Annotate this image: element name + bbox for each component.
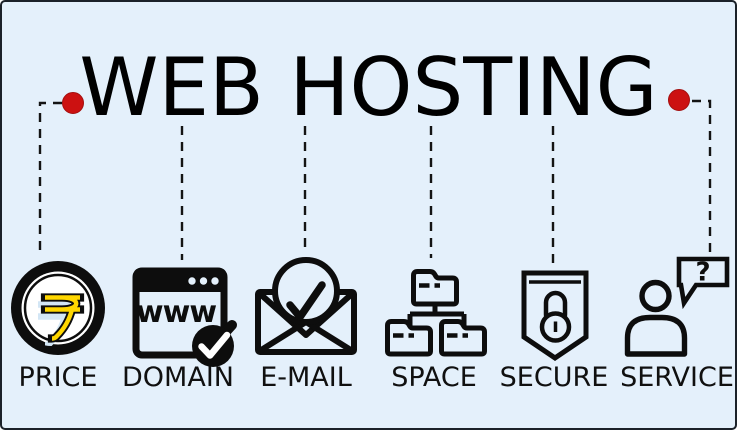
envelope-flap [255, 289, 357, 338]
speech-bubble [676, 256, 730, 310]
www-text: www [136, 295, 216, 330]
check-mark [286, 281, 326, 321]
connector-service [692, 99, 712, 253]
banner-title: WEB HOSTING [79, 41, 658, 134]
red-dot-left [62, 92, 84, 114]
folder-bottom-right [442, 322, 485, 355]
red-dot-right [668, 89, 690, 111]
label-space: SPACE [391, 362, 477, 393]
folder-bottom-left [388, 322, 431, 355]
folder-tree-icon [380, 260, 492, 364]
rupee-coin-icon [11, 261, 105, 355]
envelope-lower-folds [256, 319, 356, 355]
tree-connectors [407, 302, 467, 326]
folder-top [414, 272, 457, 305]
label-domain: DOMAIN [122, 362, 234, 393]
browser-www-check-icon: www [132, 267, 237, 367]
browser-titlebar [133, 268, 227, 292]
connector-price [38, 101, 62, 253]
envelope-check-icon [255, 257, 357, 355]
label-email: E-MAIL [260, 362, 352, 393]
label-service: SERVICE [620, 362, 734, 393]
label-price: PRICE [18, 362, 98, 393]
shield-padlock-icon [521, 270, 589, 362]
person-head [639, 279, 672, 313]
person-question-bubble-icon: ? [624, 256, 730, 357]
question-mark: ? [695, 258, 710, 288]
person-body [624, 314, 688, 357]
label-secure: SECURE [499, 362, 609, 393]
check-mark [198, 331, 231, 359]
browser-titlebar-dots [188, 277, 219, 285]
rupee-shadow [38, 301, 73, 346]
rupee-symbol [40, 293, 85, 343]
